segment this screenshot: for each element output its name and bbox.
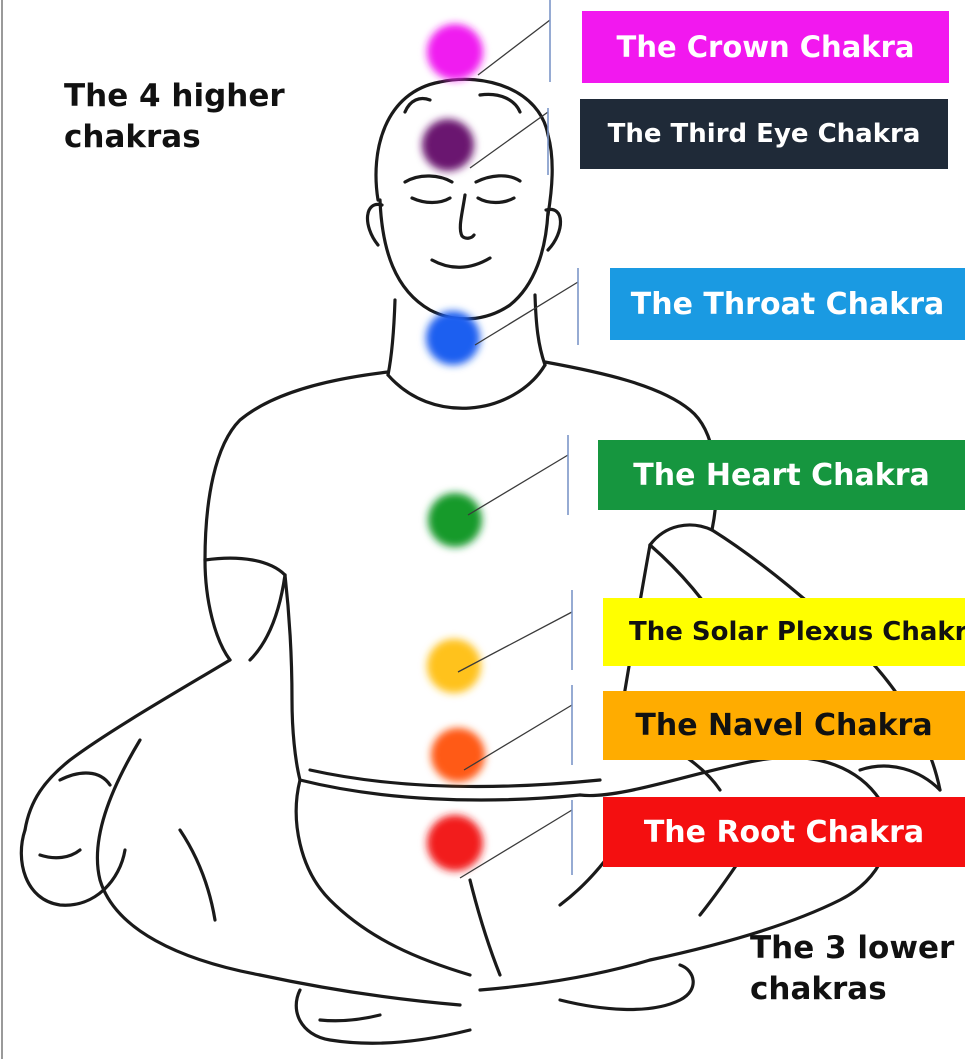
leader-line-5	[458, 612, 572, 672]
chakra-label-text: The Crown Chakra	[617, 30, 915, 64]
leader-line-4	[468, 455, 568, 515]
chakra-dot-3	[426, 311, 480, 365]
chakra-label-text: The Throat Chakra	[631, 287, 944, 322]
chakra-dot-7	[427, 815, 483, 871]
chakra-label-text: The Root Chakra	[644, 815, 924, 850]
chakra-label-text: The Third Eye Chakra	[608, 119, 921, 149]
chakra-label-4: The Heart Chakra	[598, 440, 965, 510]
chakra-dot-2	[422, 119, 474, 171]
chakra-label-7: The Root Chakra	[603, 797, 965, 867]
chakra-dot-4	[428, 493, 482, 547]
chakra-label-text: The Solar Plexus Chakra	[629, 617, 965, 647]
chakra-label-5: The Solar Plexus Chakra	[603, 598, 965, 666]
chakra-dot-5	[427, 639, 481, 693]
chakra-label-text: The Heart Chakra	[633, 458, 930, 493]
chakra-label-1: The Crown Chakra	[582, 11, 949, 83]
chakra-label-3: The Throat Chakra	[610, 268, 965, 340]
chakra-label-text: The Navel Chakra	[635, 708, 932, 743]
chakra-dot-6	[431, 728, 485, 782]
chakra-dots	[422, 24, 485, 871]
leader-line-6	[464, 705, 572, 770]
leader-line-2	[470, 112, 548, 168]
chakra-dot-1	[427, 24, 483, 80]
leader-line-1	[478, 20, 550, 75]
higher-chakras-caption: The 4 higher chakras	[64, 76, 285, 158]
chakra-label-2: The Third Eye Chakra	[580, 99, 948, 169]
lower-chakras-caption: The 3 lower chakras	[750, 928, 954, 1010]
chakra-label-6: The Navel Chakra	[603, 691, 965, 760]
